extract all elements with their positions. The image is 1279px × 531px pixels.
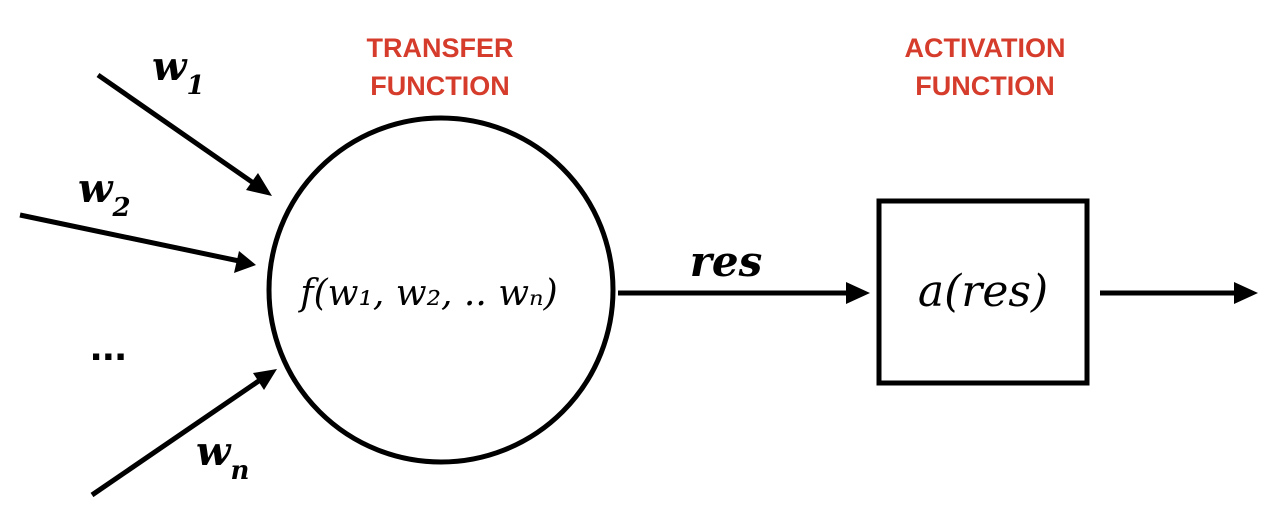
transfer-heading-line1: TRANSFER <box>367 33 514 63</box>
input-arrow-wn <box>90 373 268 498</box>
transfer-function-circle <box>266 115 616 465</box>
input-arrow-w2 <box>19 212 245 265</box>
input-arrowhead-w1 <box>246 173 272 196</box>
res-arrowhead <box>846 282 870 304</box>
input-arrowhead-w2 <box>234 251 256 273</box>
activation-function-formula: a(res) <box>918 266 1048 317</box>
output-arrowhead <box>1234 282 1258 304</box>
activation-heading-line2: FUNCTION <box>915 71 1054 101</box>
transfer-function-formula: f(w₁, w₂, .. wₙ) <box>297 273 557 314</box>
activation-function-box <box>876 198 1090 386</box>
activation-heading-line1: ACTIVATION <box>905 33 1066 63</box>
input-arrow-w1 <box>96 72 264 192</box>
ellipsis-text: ... <box>90 321 127 370</box>
transfer-heading-line2: FUNCTION <box>370 71 509 101</box>
input-label-wn: wn <box>196 428 249 486</box>
input-label-w2: w2 <box>78 165 131 223</box>
input-label-w1: w1 <box>152 43 205 101</box>
res-label: res <box>690 237 763 286</box>
input-arrowhead-wn <box>253 369 277 390</box>
